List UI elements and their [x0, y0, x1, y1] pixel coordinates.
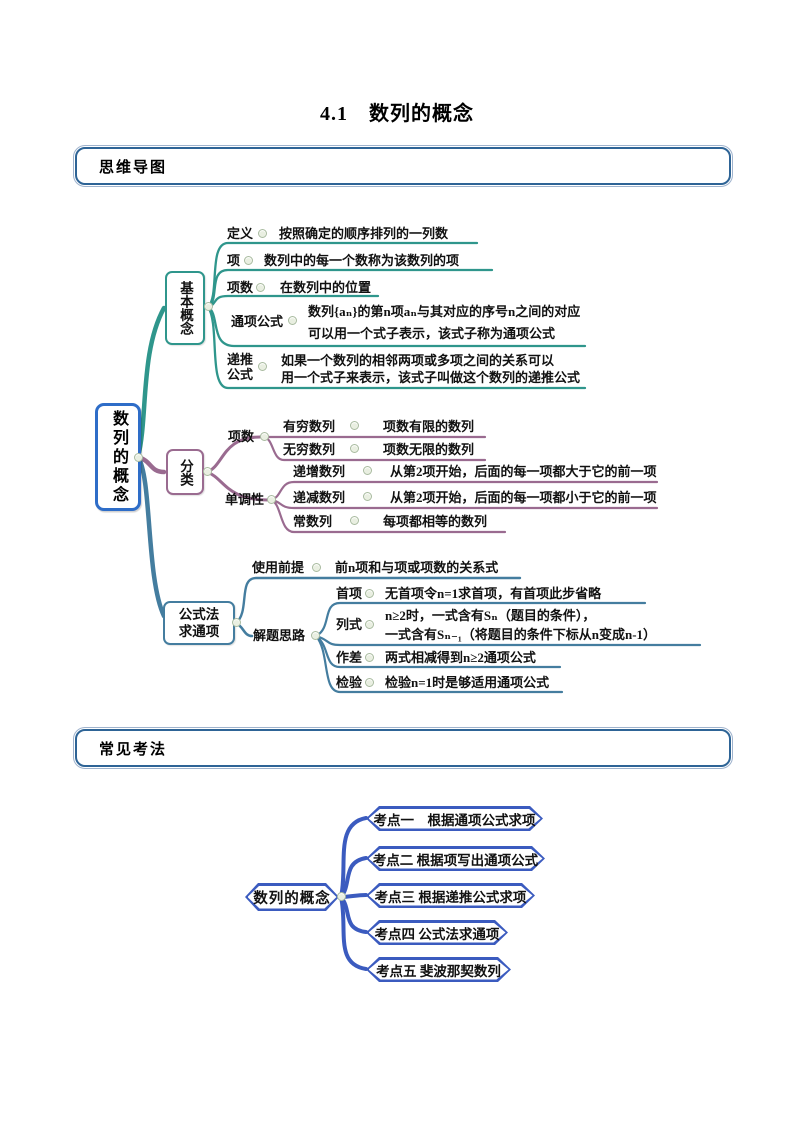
- basic-tongxiang-text-line1: 数列{aₙ}的第n项aₙ与其对应的序号n之间的对应: [308, 304, 581, 319]
- basic-ditui-label-line2: 公式: [227, 367, 254, 382]
- exam-point-2: 考点二 根据项写出通项公式: [366, 846, 545, 871]
- shouxiang-text: 无首项令n=1求首项，有首项此步省略: [385, 586, 602, 601]
- exam-point-5: 考点五 斐波那契数列: [366, 957, 511, 982]
- formula-node-line2: 求通项: [178, 624, 220, 639]
- map1-classify-node: 分类: [166, 449, 204, 495]
- basic-ditui-label-line1: 递推: [227, 352, 254, 367]
- jianyan-text: 检验n=1时是够适用通项公式: [385, 675, 550, 690]
- hexagon-inner: [369, 809, 541, 829]
- basic-xiangshu-label: 项数: [227, 280, 254, 295]
- exam-point-4-label: 考点四 公式法求通项: [374, 926, 500, 942]
- exam-point-2-label: 考点二 根据项写出通项公式: [372, 852, 539, 868]
- hexagon-inner: [369, 960, 509, 980]
- node-connector-dot: [203, 467, 212, 476]
- node-connector-dot: [350, 516, 359, 525]
- connector-dandiao-group: [205, 470, 270, 502]
- node-connector-dot: [232, 618, 241, 627]
- zuocha-text: 两式相减得到n≥2通项公式: [385, 650, 536, 665]
- basic-ditui-text-line2: 用一个式子来表示，该式子叫做这个数列的递推公式: [281, 370, 581, 385]
- node-connector-dot: [204, 302, 213, 311]
- classify-dandiao-group-label: 单调性: [225, 492, 265, 507]
- branch-formula-trunk: [135, 454, 167, 619]
- hexagon-inner: [369, 886, 533, 906]
- changshu-label: 常数列: [293, 514, 333, 529]
- section-exam-label: 常见考法: [99, 741, 168, 758]
- map2-root-node: 数列的概念: [245, 883, 339, 911]
- page-title: 4.1 数列的概念: [320, 103, 474, 125]
- node-connector-dot: [256, 283, 265, 292]
- node-connector-dot: [365, 653, 374, 662]
- connector-lieshi: [314, 634, 702, 647]
- wuqiong-text: 项数无限的数列: [383, 442, 475, 457]
- dijian-label: 递减数列: [293, 490, 346, 505]
- connector-tongxiang: [206, 305, 587, 348]
- dizeng-label: 递增数列: [293, 464, 346, 479]
- lieshi-text-line2: 一式含有Sₙ₋₁（将题目的条件下标从n变成n-1）: [385, 627, 657, 642]
- node-connector-dot: [365, 620, 374, 629]
- dizeng-text: 从第2项开始，后面的每一项都大于它的前一项: [390, 464, 657, 479]
- dijian-text: 从第2项开始，后面的每一项都小于它的前一项: [390, 490, 657, 505]
- basic-tongxiang-text-line2: 可以用一个式子表示，该式子称为通项公式: [308, 326, 556, 341]
- basic-xiang-label: 项: [227, 253, 241, 268]
- approach-label: 解题思路: [253, 628, 306, 643]
- map1-basic-node: 基本概念: [165, 271, 205, 345]
- section-mindmap: 思维导图: [73, 145, 733, 187]
- classify-xiangshu-group-label: 项数: [228, 429, 255, 444]
- youqiong-text: 项数有限的数列: [383, 419, 475, 434]
- changshu-text: 每项都相等的数列: [383, 514, 488, 529]
- hexagon-inner: [248, 886, 337, 909]
- node-connector-dot: [365, 678, 374, 687]
- node-connector-dot: [337, 892, 346, 901]
- node-connector-dot: [350, 421, 359, 430]
- connector-kaodian-5: [339, 895, 368, 971]
- basic-dingyi-label: 定义: [227, 226, 254, 241]
- connector-shouxiang: [314, 601, 647, 638]
- node-connector-dot: [267, 495, 276, 504]
- node-connector-dot: [288, 316, 297, 325]
- map2-root-label: 数列的概念: [253, 890, 331, 907]
- node-connector-dot: [258, 229, 267, 238]
- exam-point-3: 考点三 根据递推公式求项: [366, 883, 535, 908]
- exam-point-5-label: 考点五 斐波那契数列: [376, 963, 501, 979]
- lieshi-text-line1: n≥2时，一式含有Sₙ（题目的条件），: [385, 608, 596, 623]
- exam-point-1-label: 考点一 根据通项公式求项: [373, 812, 536, 828]
- connector-kaodian-1: [339, 816, 368, 899]
- youqiong-label: 有穷数列: [283, 419, 336, 434]
- hexagon-inner: [369, 923, 506, 943]
- node-connector-dot: [363, 492, 372, 501]
- jianyan-label: 检验: [336, 675, 363, 690]
- node-connector-dot: [363, 466, 372, 475]
- node-connector-dot: [134, 453, 143, 462]
- basic-tongxiang-label: 通项公式: [231, 314, 284, 329]
- node-connector-dot: [365, 589, 374, 598]
- formula-node-line1: 公式法: [178, 607, 220, 622]
- hexagon-inner: [369, 849, 543, 869]
- section-mindmap-label: 思维导图: [99, 159, 168, 176]
- zuocha-label: 作差: [336, 650, 363, 665]
- node-connector-dot: [311, 631, 320, 640]
- node-connector-dot: [244, 256, 253, 265]
- premise-text: 前n项和与项或项数的关系式: [335, 560, 499, 575]
- basic-dingyi-text: 按照确定的顺序排列的一列数: [279, 226, 449, 241]
- connector-ditui: [206, 305, 587, 390]
- basic-xiangshu-text: 在数列中的位置: [280, 280, 372, 295]
- node-connector-dot: [312, 563, 321, 572]
- wuqiong-label: 无穷数列: [283, 442, 336, 457]
- basic-ditui-text-line1: 如果一个数列的相邻两项或多项之间的关系可以: [281, 353, 555, 368]
- exam-point-1: 考点一 根据通项公式求项: [366, 806, 543, 831]
- map1-formula-node: 公式法 求通项: [163, 601, 235, 645]
- connector-jianyan: [314, 634, 564, 694]
- branch-basic-trunk: [135, 305, 167, 460]
- lieshi-label: 列式: [336, 617, 363, 632]
- node-connector-dot: [258, 362, 267, 371]
- node-connector-dot: [350, 444, 359, 453]
- section-exam: 常见考法: [73, 727, 733, 769]
- exam-point-4: 考点四 公式法求通项: [366, 920, 508, 945]
- exam-point-3-label: 考点三 根据递推公式求项: [374, 889, 527, 905]
- node-connector-dot: [260, 432, 269, 441]
- premise-label: 使用前提: [252, 560, 305, 575]
- shouxiang-label: 首项: [336, 586, 363, 601]
- basic-xiang-text: 数列中的每一个数称为该数列的项: [264, 253, 460, 268]
